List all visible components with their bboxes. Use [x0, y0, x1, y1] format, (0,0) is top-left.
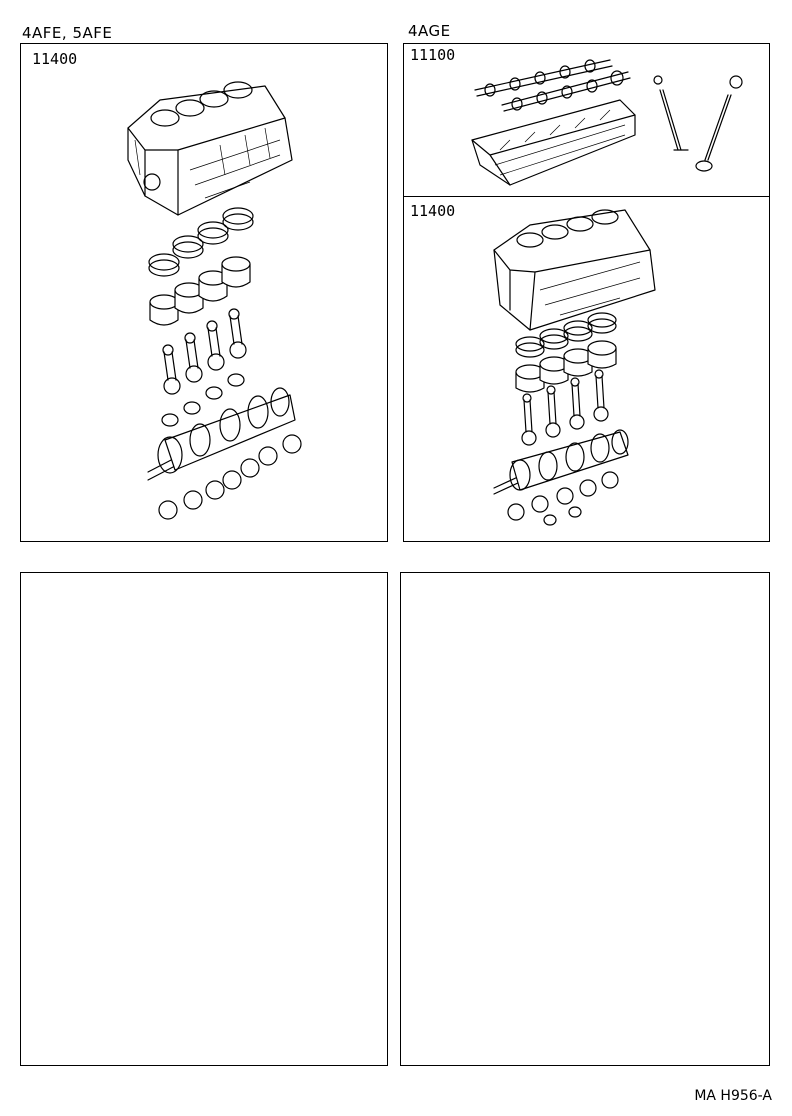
part-code-right-head: 11100	[410, 46, 456, 64]
crankshaft-icon	[493, 429, 629, 495]
connecting-rod-set-icon	[162, 308, 247, 395]
drawing-reference-number: MA H956-A	[694, 1088, 772, 1104]
piston-ring-set-icon	[148, 207, 254, 277]
piston-set-icon	[515, 340, 617, 393]
bearing-set-icon	[507, 471, 619, 526]
valve-icon	[653, 75, 743, 172]
engine-block-icon	[493, 209, 656, 331]
part-code-right-block: 11400	[410, 202, 456, 220]
engine-block-icon	[127, 81, 293, 216]
camshaft-icon	[474, 59, 631, 112]
piston-set-icon	[149, 256, 251, 326]
connecting-rod-set-icon	[521, 369, 609, 446]
cylinder-head-icon	[471, 99, 636, 186]
piston-ring-set-icon	[515, 312, 617, 358]
bearing-set-icon	[158, 373, 302, 520]
crankshaft-icon	[147, 387, 296, 481]
engine-heading-4age: 4AGE	[408, 22, 451, 40]
part-code-left: 11400	[32, 50, 78, 68]
panel-empty-left	[20, 572, 388, 1066]
engine-heading-4afe-5afe: 4AFE, 5AFE	[22, 24, 113, 42]
panel-empty-right	[400, 572, 770, 1066]
